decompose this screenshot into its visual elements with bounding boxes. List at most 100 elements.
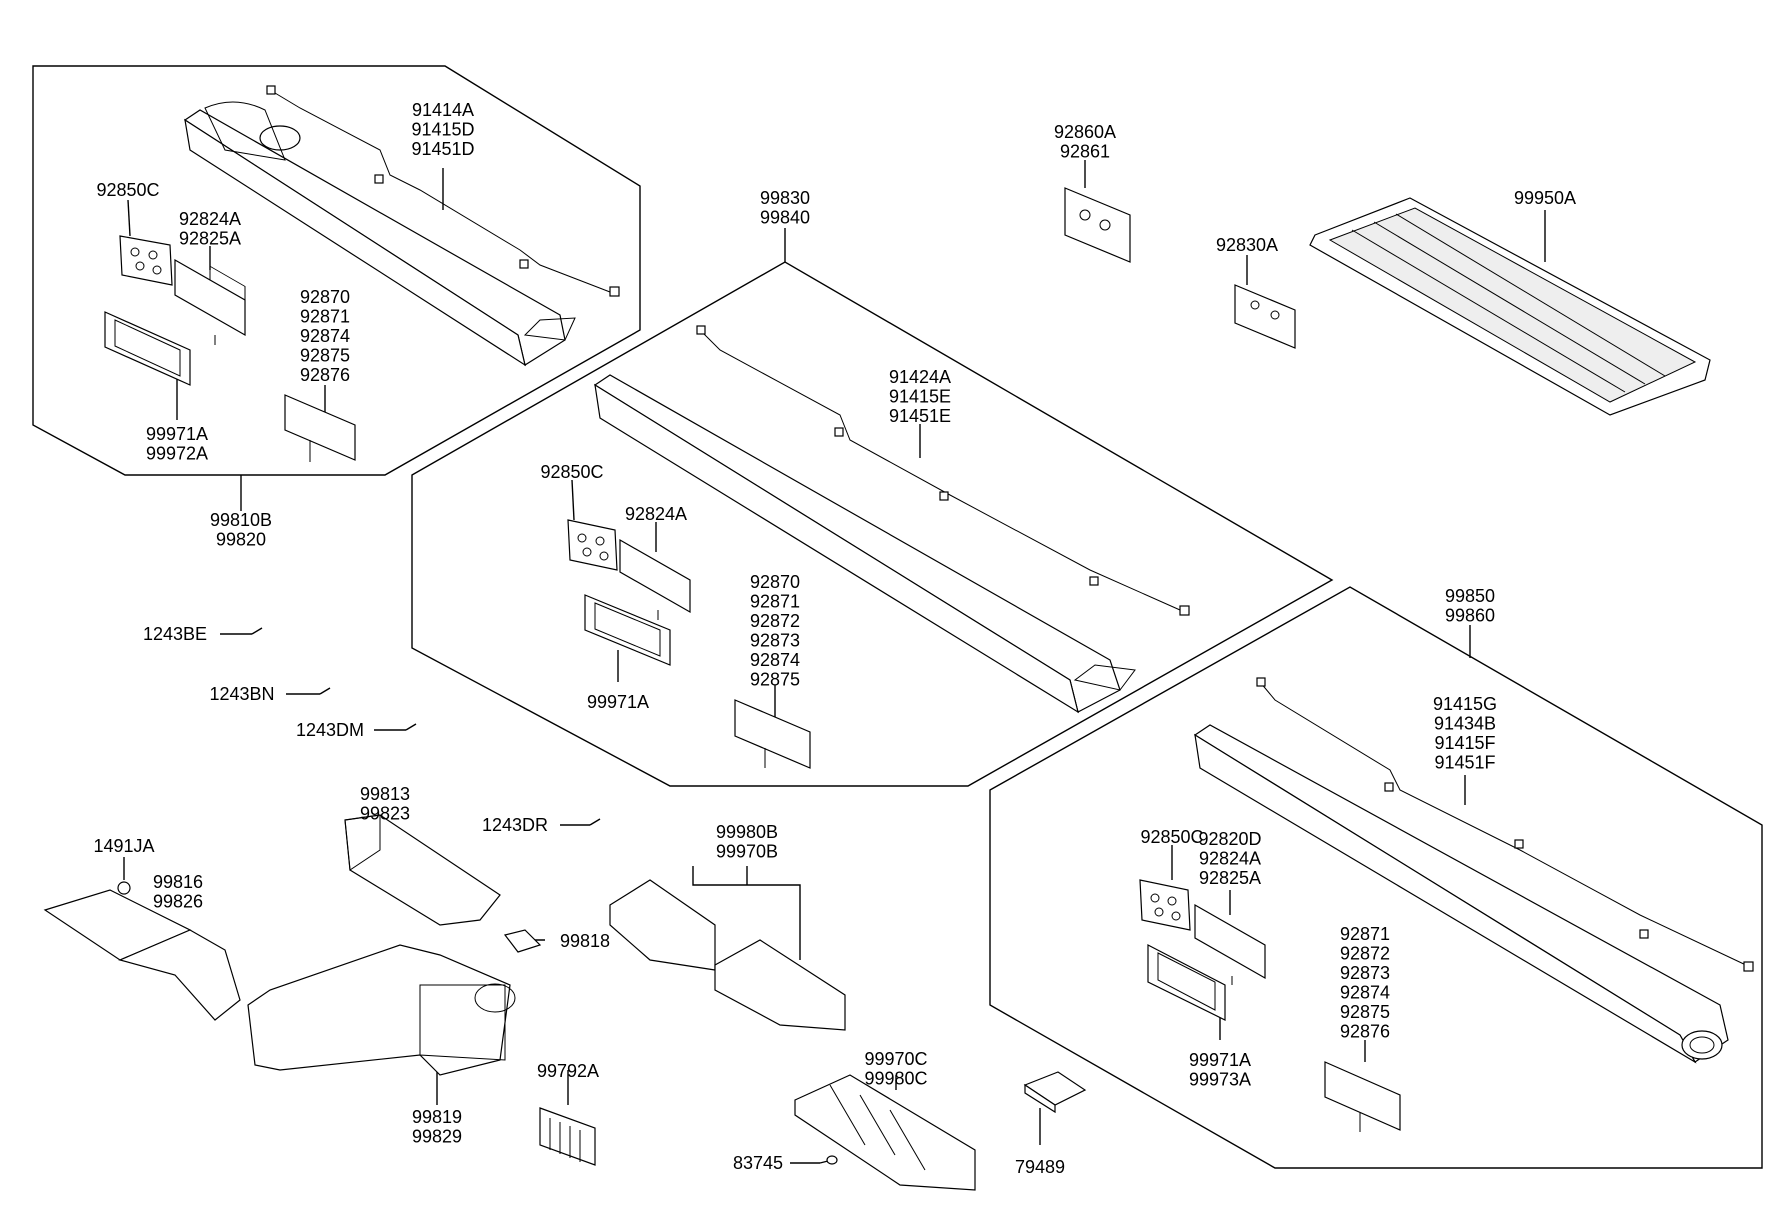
part-screw-83745 (819, 1155, 838, 1165)
part-number-label: 83745 (733, 1153, 783, 1173)
part-duct-99813 (344, 814, 501, 926)
part-number-label: 92872 (1340, 944, 1390, 964)
part-number-label: 92876 (1340, 1022, 1390, 1042)
part-switch-92850c-b (567, 519, 618, 571)
part-number-label: 99840 (760, 208, 810, 228)
callout-99971a-b: 99971A (587, 692, 649, 712)
callout-92850c-a: 92850C (96, 180, 159, 200)
part-number-label: 99970B (716, 842, 778, 862)
part-lens-99971a-b (584, 594, 671, 666)
group-outline-left-top (32, 65, 641, 476)
leader-lines (123, 160, 1546, 1164)
part-number-label: 99950A (1514, 188, 1576, 208)
part-number-label: 99792A (537, 1061, 599, 1081)
part-number-label: 92824A (179, 209, 241, 229)
part-number-label: 99819 (412, 1107, 462, 1127)
part-switch-92871-c (1324, 1061, 1401, 1132)
part-switch-92870-a (284, 394, 356, 462)
part-number-label: 99860 (1445, 606, 1495, 626)
callout-1243bn: 1243BN (209, 684, 274, 704)
part-screws (251, 627, 601, 826)
part-number-label: 99816 (153, 872, 203, 892)
part-number-label: 99971A (587, 692, 649, 712)
part-number-label: 92873 (1340, 963, 1390, 983)
part-number-label: 92871 (750, 592, 800, 612)
callout-79489: 79489 (1015, 1157, 1065, 1177)
callout-92850c-c: 92850C (1140, 827, 1203, 847)
part-number-label: 99810B (210, 510, 272, 530)
part-number-label: 99829 (412, 1127, 462, 1147)
part-number-label: 91415D (411, 120, 474, 140)
part-panel-top-left (183, 101, 576, 367)
part-switch-92824a-b (619, 538, 691, 620)
part-harness-center (696, 325, 1190, 616)
part-switch-92850c-c (1139, 879, 1191, 931)
callout-1243dr: 1243DR (482, 815, 548, 835)
part-number-label: 92875 (750, 670, 800, 690)
part-number-label: 92860A (1054, 122, 1116, 142)
callout-labels: 99810B9982091414A91415D91451D92850C92824… (93, 100, 1576, 1177)
part-number-label: 92876 (300, 365, 350, 385)
part-number-label: 91414A (412, 100, 474, 120)
part-harness-right (1256, 677, 1754, 972)
part-number-label: 92830A (1216, 235, 1278, 255)
callout-99792a: 99792A (537, 1061, 599, 1081)
part-number-label: 92825A (179, 229, 241, 249)
callout-1491ja: 1491JA (93, 836, 154, 856)
part-number-label: 92871 (300, 307, 350, 327)
part-number-label: 92874 (750, 650, 800, 670)
part-number-label: 99813 (360, 784, 410, 804)
part-harness-top-left (266, 85, 620, 297)
callout-99950a: 99950A (1514, 188, 1576, 208)
part-switch-92850c-a (119, 235, 173, 286)
part-louver-99970c (794, 1074, 976, 1191)
callout-92830a: 92830A (1216, 235, 1278, 255)
part-number-label: 99971A (146, 424, 208, 444)
callout-1243dm: 1243DM (296, 720, 364, 740)
part-switch-92824a-a (174, 258, 246, 345)
part-clip-99818 (503, 929, 542, 953)
part-number-label: 92824A (1199, 849, 1261, 869)
part-switch-92820d (1194, 903, 1266, 985)
part-number-label: 92850C (1140, 827, 1203, 847)
part-number-label: 92870 (300, 287, 350, 307)
part-number-label: 92824A (625, 504, 687, 524)
part-number-label: 99980C (864, 1069, 927, 1089)
part-block-79489 (1023, 1071, 1087, 1114)
part-number-label: 92875 (1340, 1002, 1390, 1022)
part-switch-92830a (1234, 284, 1296, 349)
part-panel-right (1193, 724, 1729, 1064)
part-number-label: 91424A (889, 367, 951, 387)
callout-1243be: 1243BE (143, 624, 207, 644)
part-number-label: 99980B (716, 822, 778, 842)
part-number-label: 92870 (750, 572, 800, 592)
part-number-label: 91415F (1434, 733, 1495, 753)
part-number-label: 99826 (153, 892, 203, 912)
part-number-label: 1491JA (93, 836, 154, 856)
part-number-label: 92820D (1198, 829, 1261, 849)
part-number-label: 92850C (540, 462, 603, 482)
part-number-label: 99823 (360, 804, 410, 824)
part-number-label: 92874 (300, 326, 350, 346)
part-number-label: 91415E (889, 387, 951, 407)
part-number-label: 92875 (300, 346, 350, 366)
part-number-label: 99850 (1445, 586, 1495, 606)
part-duct-99816 (43, 881, 241, 1021)
part-number-label: 91451F (1434, 753, 1495, 773)
part-number-label: 92873 (750, 631, 800, 651)
part-grille-99950a (1309, 197, 1711, 416)
